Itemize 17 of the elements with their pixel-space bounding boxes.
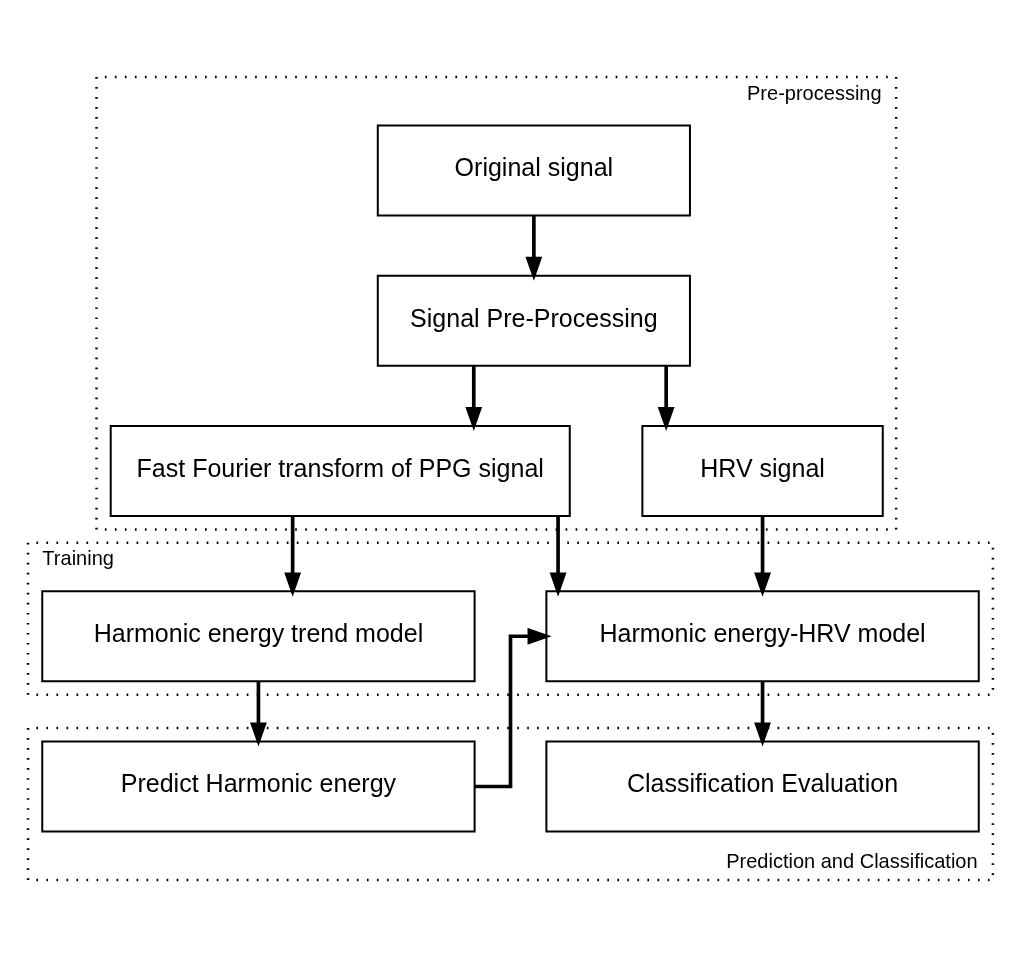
arrow [525, 215, 543, 281]
arrow [250, 681, 267, 747]
node-box: Original signal [376, 124, 691, 217]
arrow [754, 516, 771, 597]
node-box: Predict Harmonic energy [41, 740, 476, 833]
node-box: Harmonic energy trend model [41, 590, 476, 683]
arrow [549, 516, 567, 597]
node-box: Signal Pre-Processing [376, 274, 691, 367]
node-box: Classification Evaluation [545, 740, 980, 833]
arrow [754, 681, 771, 747]
arrow [465, 365, 483, 431]
node-box: Fast Fourier transform of PPG signal [109, 424, 571, 518]
arrow [657, 365, 675, 431]
arrow [284, 516, 302, 597]
node-box: Harmonic energy-HRV model [545, 590, 980, 683]
node-box: HRV signal [641, 424, 884, 518]
arrow [474, 627, 552, 789]
